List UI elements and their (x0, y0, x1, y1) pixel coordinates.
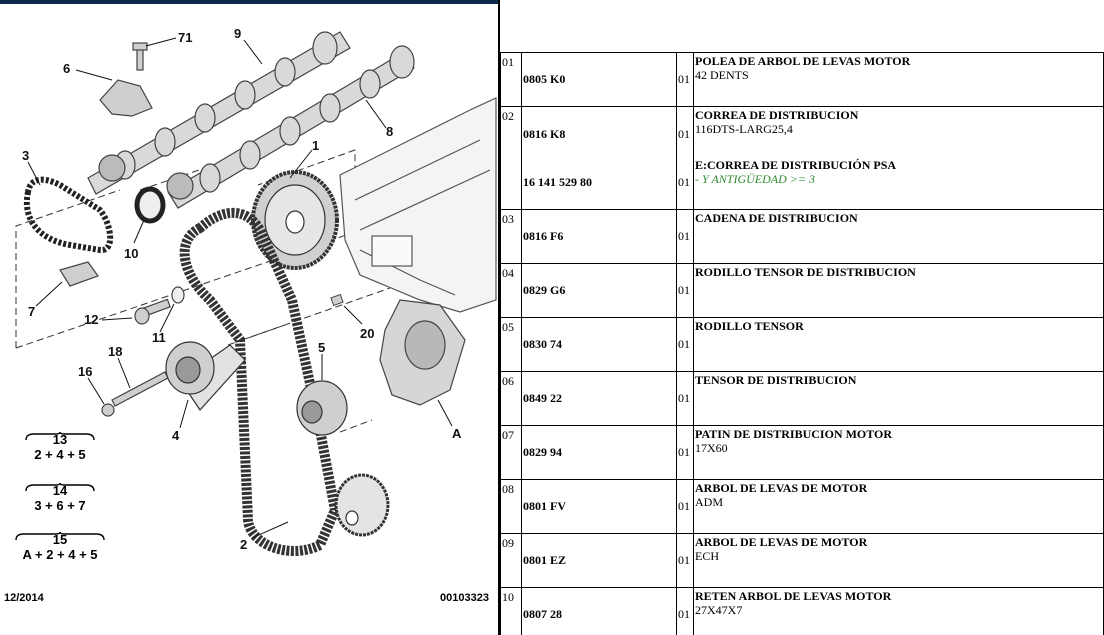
callout-2: 2 (240, 537, 247, 552)
part-reference[interactable]: 0801 EZ (523, 553, 567, 567)
part-detail: ADM (695, 495, 724, 509)
callout-18: 18 (108, 344, 122, 359)
part-reference[interactable]: 0830 74 (523, 337, 562, 351)
row-index: 10 (500, 587, 522, 635)
part-condition-note: - Y ANTIGÜEDAD >= 3 (695, 172, 815, 186)
part-quantity: 01 (678, 72, 690, 86)
callout-11: 11 (152, 330, 166, 345)
part-reference[interactable]: 0807 28 (523, 607, 562, 621)
callout-9: 9 (234, 26, 241, 41)
callout-1: 1 (312, 138, 319, 153)
row-index: 09 (500, 533, 522, 588)
part-reference[interactable]: 0805 K0 (523, 72, 566, 86)
formula-number: 14 (52, 483, 68, 498)
panel-divider (498, 0, 500, 635)
table-row[interactable]: 05 0830 74 01 RODILLO TENSOR (500, 317, 1104, 372)
part-quantity: 01 (678, 499, 690, 513)
brace-icon (15, 532, 105, 541)
part-detail: 27X47X7 (695, 603, 743, 617)
callout-4: 4 (172, 428, 180, 443)
part-detail: 17X60 (695, 441, 728, 455)
part-reference[interactable]: 0816 F6 (523, 229, 564, 243)
table-row[interactable]: 07 0829 94 01 PATIN DE DISTRIBUCION MOTO… (500, 425, 1104, 480)
part-quantity-alt: 01 (678, 175, 690, 189)
table-row[interactable]: 06 0849 22 01 TENSOR DE DISTRIBUCION (500, 371, 1104, 426)
part-title: RETEN ARBOL DE LEVAS MOTOR (695, 589, 892, 603)
part-quantity: 01 (678, 229, 690, 243)
part-quantity: 01 (678, 283, 690, 297)
callout-5: 5 (318, 340, 325, 355)
part-title: TENSOR DE DISTRIBUCION (695, 373, 857, 387)
row-index: 05 (500, 317, 522, 372)
part-detail: ECH (695, 549, 719, 563)
part-title: PATIN DE DISTRIBUCION MOTOR (695, 427, 893, 441)
row-index: 04 (500, 263, 522, 318)
row-index: 01 (500, 52, 522, 107)
part-quantity: 01 (678, 127, 690, 141)
callout-16: 16 (78, 364, 92, 379)
formula-expression: 3 + 6 + 7 (34, 498, 86, 513)
diagram-top-bar (0, 0, 498, 4)
part-title: RODILLO TENSOR (695, 319, 804, 333)
part-title: RODILLO TENSOR DE DISTRIBUCION (695, 265, 916, 279)
table-row[interactable]: 02 0816 K8 16 141 529 80 01 01 CORREA DE (500, 106, 1104, 210)
part-title: ARBOL DE LEVAS DE MOTOR (695, 481, 868, 495)
diagram-drawing: 71 9 6 8 3 1 10 7 12 11 20 18 5 16 4 A 2 (15, 26, 497, 556)
row-index: 07 (500, 425, 522, 480)
part-detail: 116DTS-LARG25,4 (695, 122, 793, 136)
callout-10: 10 (124, 246, 138, 261)
part-quantity: 01 (678, 337, 690, 351)
table-row[interactable]: 10 0807 28 01 RETEN ARBOL DE LEVAS MOTOR… (500, 587, 1104, 635)
table-row[interactable]: 04 0829 G6 01 RODILLO TENSOR DE DISTRIBU… (500, 263, 1104, 318)
callout-20: 20 (360, 326, 374, 341)
part-title-alt: E:CORREA DE DISTRIBUCIÓN PSA (695, 158, 897, 172)
callout-8: 8 (386, 124, 393, 139)
callout-12: 12 (84, 312, 98, 327)
callout-A: A (452, 426, 462, 441)
diagram-date: 12/2014 (4, 592, 44, 604)
callout-6: 6 (63, 61, 70, 76)
part-title: CADENA DE DISTRIBUCION (695, 211, 858, 225)
row-index: 06 (500, 371, 522, 426)
formula-expression: A + 2 + 4 + 5 (22, 547, 98, 562)
part-reference[interactable]: 0829 G6 (523, 283, 566, 297)
part-quantity: 01 (678, 607, 690, 621)
part-title: ARBOL DE LEVAS DE MOTOR (695, 535, 868, 549)
part-title: CORREA DE DISTRIBUCION (695, 108, 859, 122)
brace-icon (25, 483, 95, 492)
part-reference-alt[interactable]: 16 141 529 80 (523, 175, 592, 189)
part-reference[interactable]: 0829 94 (523, 445, 562, 459)
part-title: POLEA DE ARBOL DE LEVAS MOTOR (695, 54, 911, 68)
callout-7: 7 (28, 304, 35, 319)
row-index: 08 (500, 479, 522, 534)
diagram-reference: 00103323 (440, 592, 489, 604)
formula-number: 15 (52, 532, 68, 547)
formula-15: 15 A + 2 + 4 + 5 (14, 532, 106, 562)
part-quantity: 01 (678, 391, 690, 405)
part-reference[interactable]: 0801 FV (523, 499, 566, 513)
brace-icon (25, 432, 95, 441)
callout-71: 71 (178, 30, 192, 45)
part-quantity: 01 (678, 553, 690, 567)
part-quantity: 01 (678, 445, 690, 459)
parts-table-container: 01 0805 K0 01 POLEA DE ARBOL DE LEVAS MO… (500, 52, 1104, 635)
formula-number: 13 (52, 432, 68, 447)
formula-14: 14 3 + 6 + 7 (24, 483, 96, 513)
part-reference[interactable]: 0816 K8 (523, 127, 566, 141)
parts-table: 01 0805 K0 01 POLEA DE ARBOL DE LEVAS MO… (500, 52, 1104, 635)
part-detail: 42 DENTS (695, 68, 749, 82)
part-reference[interactable]: 0849 22 (523, 391, 562, 405)
exploded-parts-diagram: 71 9 6 8 3 1 10 7 12 11 20 18 5 16 4 A 2… (0, 0, 498, 635)
row-index: 03 (500, 209, 522, 264)
table-row[interactable]: 01 0805 K0 01 POLEA DE ARBOL DE LEVAS MO… (500, 52, 1104, 107)
formula-13: 13 2 + 4 + 5 (24, 432, 96, 462)
row-index: 02 (500, 106, 522, 210)
formula-expression: 2 + 4 + 5 (34, 447, 86, 462)
table-row[interactable]: 03 0816 F6 01 CADENA DE DISTRIBUCION (500, 209, 1104, 264)
callout-3: 3 (22, 148, 29, 163)
